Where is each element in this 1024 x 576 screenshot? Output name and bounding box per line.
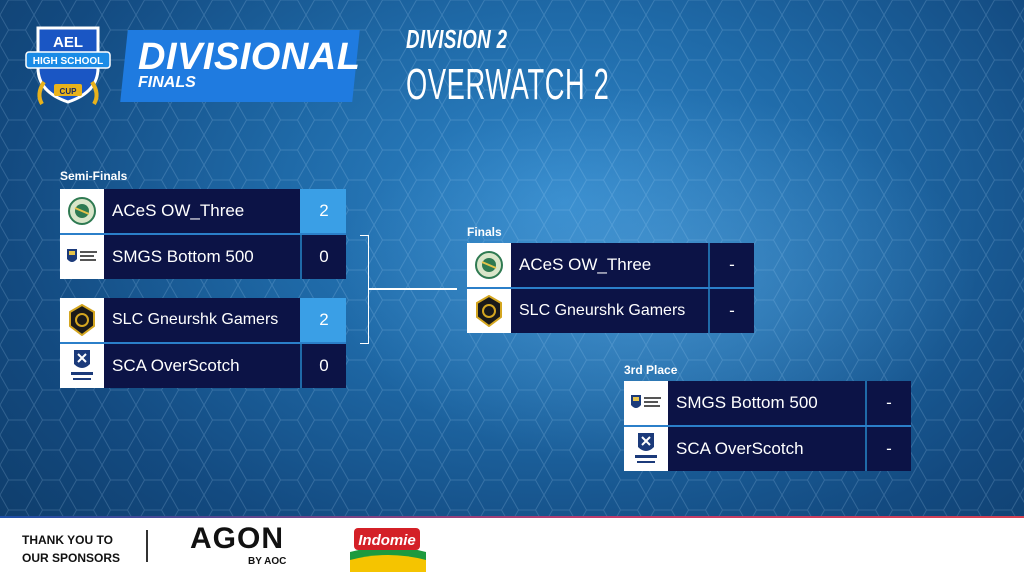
aces-crest-icon bbox=[60, 189, 104, 233]
smgs-crest-icon bbox=[60, 235, 104, 279]
semi1-team2: SMGS Bottom 500 0 bbox=[60, 235, 346, 279]
semi1-team1: ACeS OW_Three 2 bbox=[60, 189, 346, 233]
game-label: OVERWATCH 2 bbox=[406, 60, 610, 109]
division-label: DIVISION 2 bbox=[406, 24, 508, 54]
finals-label: Finals bbox=[467, 225, 502, 239]
team-name: ACeS OW_Three bbox=[519, 255, 652, 274]
third-place-label: 3rd Place bbox=[624, 363, 678, 377]
team-name: SCA OverScotch bbox=[112, 356, 240, 375]
aces-crest-icon bbox=[467, 243, 511, 287]
slc-crest-icon bbox=[467, 289, 511, 333]
team-name: SMGS Bottom 500 bbox=[676, 393, 818, 412]
footer-divider bbox=[146, 530, 148, 562]
indomie-logo: Indomie bbox=[350, 522, 426, 572]
thanks-line2: OUR SPONSORS bbox=[22, 551, 121, 565]
row-divider bbox=[467, 287, 754, 289]
smgs-crest-icon bbox=[624, 381, 668, 425]
row-divider bbox=[60, 233, 346, 235]
row-divider bbox=[624, 425, 911, 427]
team-score: 2 bbox=[300, 298, 346, 342]
team-score: - bbox=[865, 427, 911, 471]
indomie-text: Indomie bbox=[358, 532, 416, 549]
finals-team2: SLC Gneurshk Gamers - bbox=[467, 289, 754, 333]
logo-line2: HIGH SCHOOL bbox=[33, 56, 104, 67]
finals-team1: ACeS OW_Three - bbox=[467, 243, 754, 287]
team-score: 0 bbox=[300, 235, 346, 279]
sponsor-thanks: THANK YOU TO OUR SPONSORS bbox=[22, 531, 120, 567]
slc-crest-icon bbox=[60, 298, 104, 342]
page-title: DIVISIONAL bbox=[138, 36, 361, 78]
team-score: - bbox=[708, 289, 754, 333]
team-name: SMGS Bottom 500 bbox=[112, 247, 254, 266]
ael-cup-logo: AEL HIGH SCHOOL CUP bbox=[25, 26, 111, 106]
page-subtitle: FINALS bbox=[138, 74, 196, 91]
team-name: ACeS OW_Three bbox=[112, 201, 245, 220]
team-name: SLC Gneurshk Gamers bbox=[112, 311, 279, 328]
scotch-crest-icon bbox=[624, 427, 668, 471]
logo-line3: CUP bbox=[60, 87, 78, 96]
scotch-crest-icon bbox=[60, 344, 104, 388]
semis-label: Semi-Finals bbox=[60, 169, 128, 183]
bracket-connector-line bbox=[369, 288, 457, 290]
row-divider bbox=[60, 342, 346, 344]
third-team2: SCA OverScotch - bbox=[624, 427, 911, 471]
semi2-team2: SCA OverScotch 0 bbox=[60, 344, 346, 388]
footer-stripe bbox=[0, 516, 1024, 519]
team-name: SLC Gneurshk Gamers bbox=[519, 302, 686, 319]
agon-logo-sub: BY AOC bbox=[248, 556, 287, 567]
team-score: 0 bbox=[300, 344, 346, 388]
team-name: SCA OverScotch bbox=[676, 439, 804, 458]
agon-logo: AGON bbox=[190, 522, 284, 555]
third-team1: SMGS Bottom 500 - bbox=[624, 381, 911, 425]
semi2-team1: SLC Gneurshk Gamers 2 bbox=[60, 298, 346, 342]
thanks-line1: THANK YOU TO bbox=[22, 533, 113, 547]
logo-line1: AEL bbox=[53, 34, 83, 51]
team-score: - bbox=[708, 243, 754, 287]
team-score: - bbox=[865, 381, 911, 425]
bracket-connector bbox=[360, 235, 369, 344]
sponsor-footer bbox=[0, 518, 1024, 576]
team-score: 2 bbox=[300, 189, 346, 233]
